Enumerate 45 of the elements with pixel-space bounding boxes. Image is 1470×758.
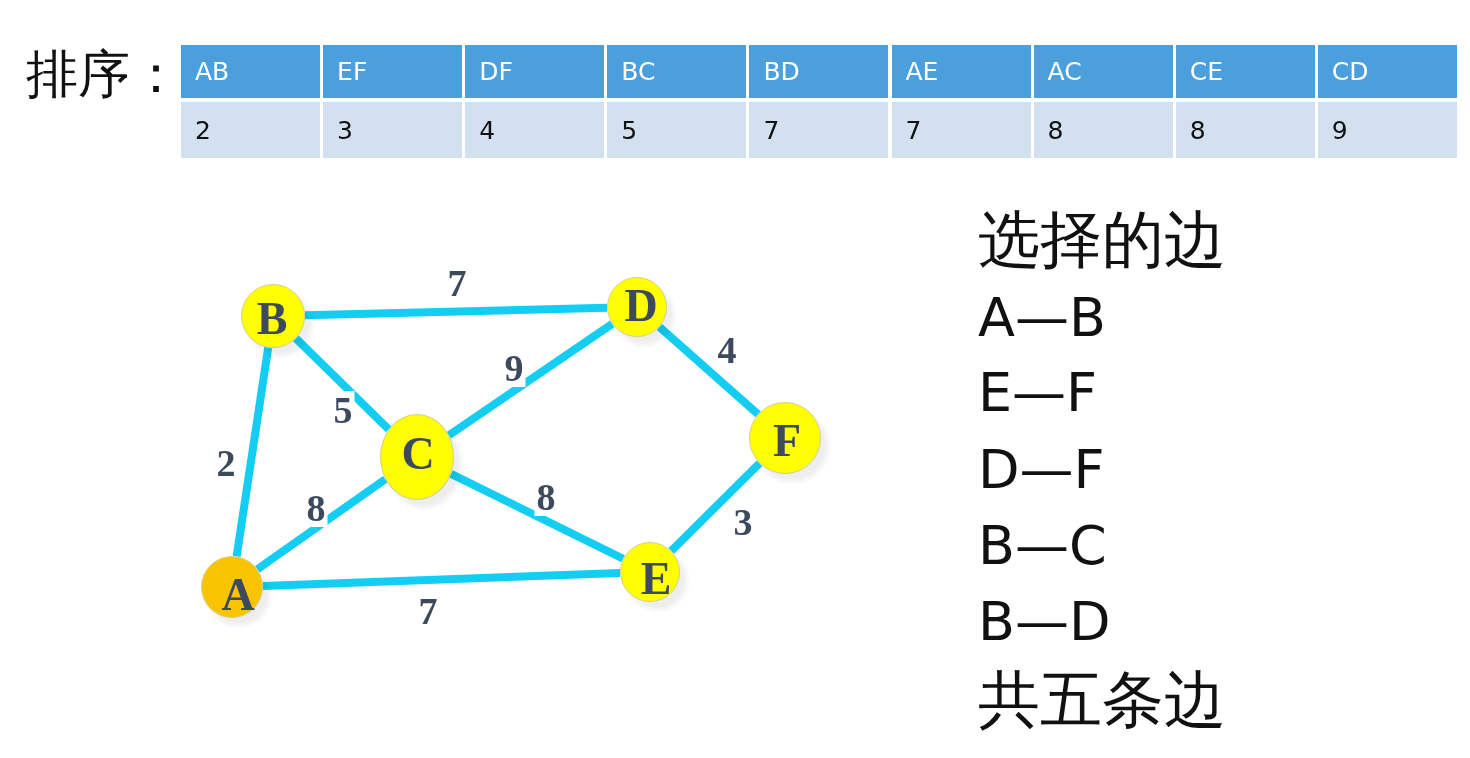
- table-cell: 7: [749, 102, 889, 158]
- table-header-cell: BD: [749, 45, 889, 98]
- graph-edge: [262, 569, 621, 590]
- table-header-cell: BC: [607, 45, 747, 98]
- table-cell: 4: [465, 102, 605, 158]
- table-cell: 8: [1175, 102, 1315, 158]
- graph-edge: [668, 460, 763, 554]
- table-cell: 8: [1033, 102, 1173, 158]
- table-header-cell: AE: [891, 45, 1031, 98]
- table-header-cell: AB: [181, 45, 320, 98]
- table-cell: 3: [323, 102, 463, 158]
- graph-edge: [232, 347, 273, 557]
- vertex-circle: [620, 542, 680, 602]
- table-header-cell: CE: [1175, 45, 1315, 98]
- table-header-cell: AC: [1033, 45, 1173, 98]
- table-cell: 7: [891, 102, 1031, 158]
- table-cell: 9: [1317, 102, 1457, 158]
- graph-edge: [446, 320, 615, 439]
- vertex-label: C: [401, 431, 435, 477]
- vertex-label: E: [640, 556, 672, 602]
- sort-heading: 排序：: [26, 48, 182, 100]
- list-item: E—F: [978, 366, 1098, 420]
- graph-edge: [304, 303, 608, 320]
- graph-edge: [293, 335, 392, 433]
- graph-edge: [255, 475, 388, 573]
- list-heading: 选择的边: [978, 209, 1226, 271]
- vertex-circle: [380, 414, 454, 500]
- vertex-label: F: [772, 418, 802, 464]
- table-header-cell: DF: [465, 45, 605, 98]
- table-header-cell: CD: [1317, 45, 1457, 98]
- list-item: D—F: [978, 443, 1105, 497]
- list-item: B—D: [978, 595, 1111, 649]
- vertex-label: B: [256, 296, 288, 342]
- table-cell: 2: [181, 102, 320, 158]
- graph-edge: [656, 323, 761, 418]
- vertex-circle: [607, 277, 667, 337]
- vertex-circle: [749, 402, 821, 474]
- vertex-label: A: [221, 572, 255, 618]
- table-cell: 5: [607, 102, 747, 158]
- vertex-label: D: [624, 283, 658, 329]
- graph-edge: [449, 470, 625, 563]
- summary-text: 共五条边: [978, 669, 1226, 731]
- table-header-cell: EF: [323, 45, 463, 98]
- list-item: B—C: [978, 519, 1107, 573]
- list-item: A—B: [978, 291, 1106, 345]
